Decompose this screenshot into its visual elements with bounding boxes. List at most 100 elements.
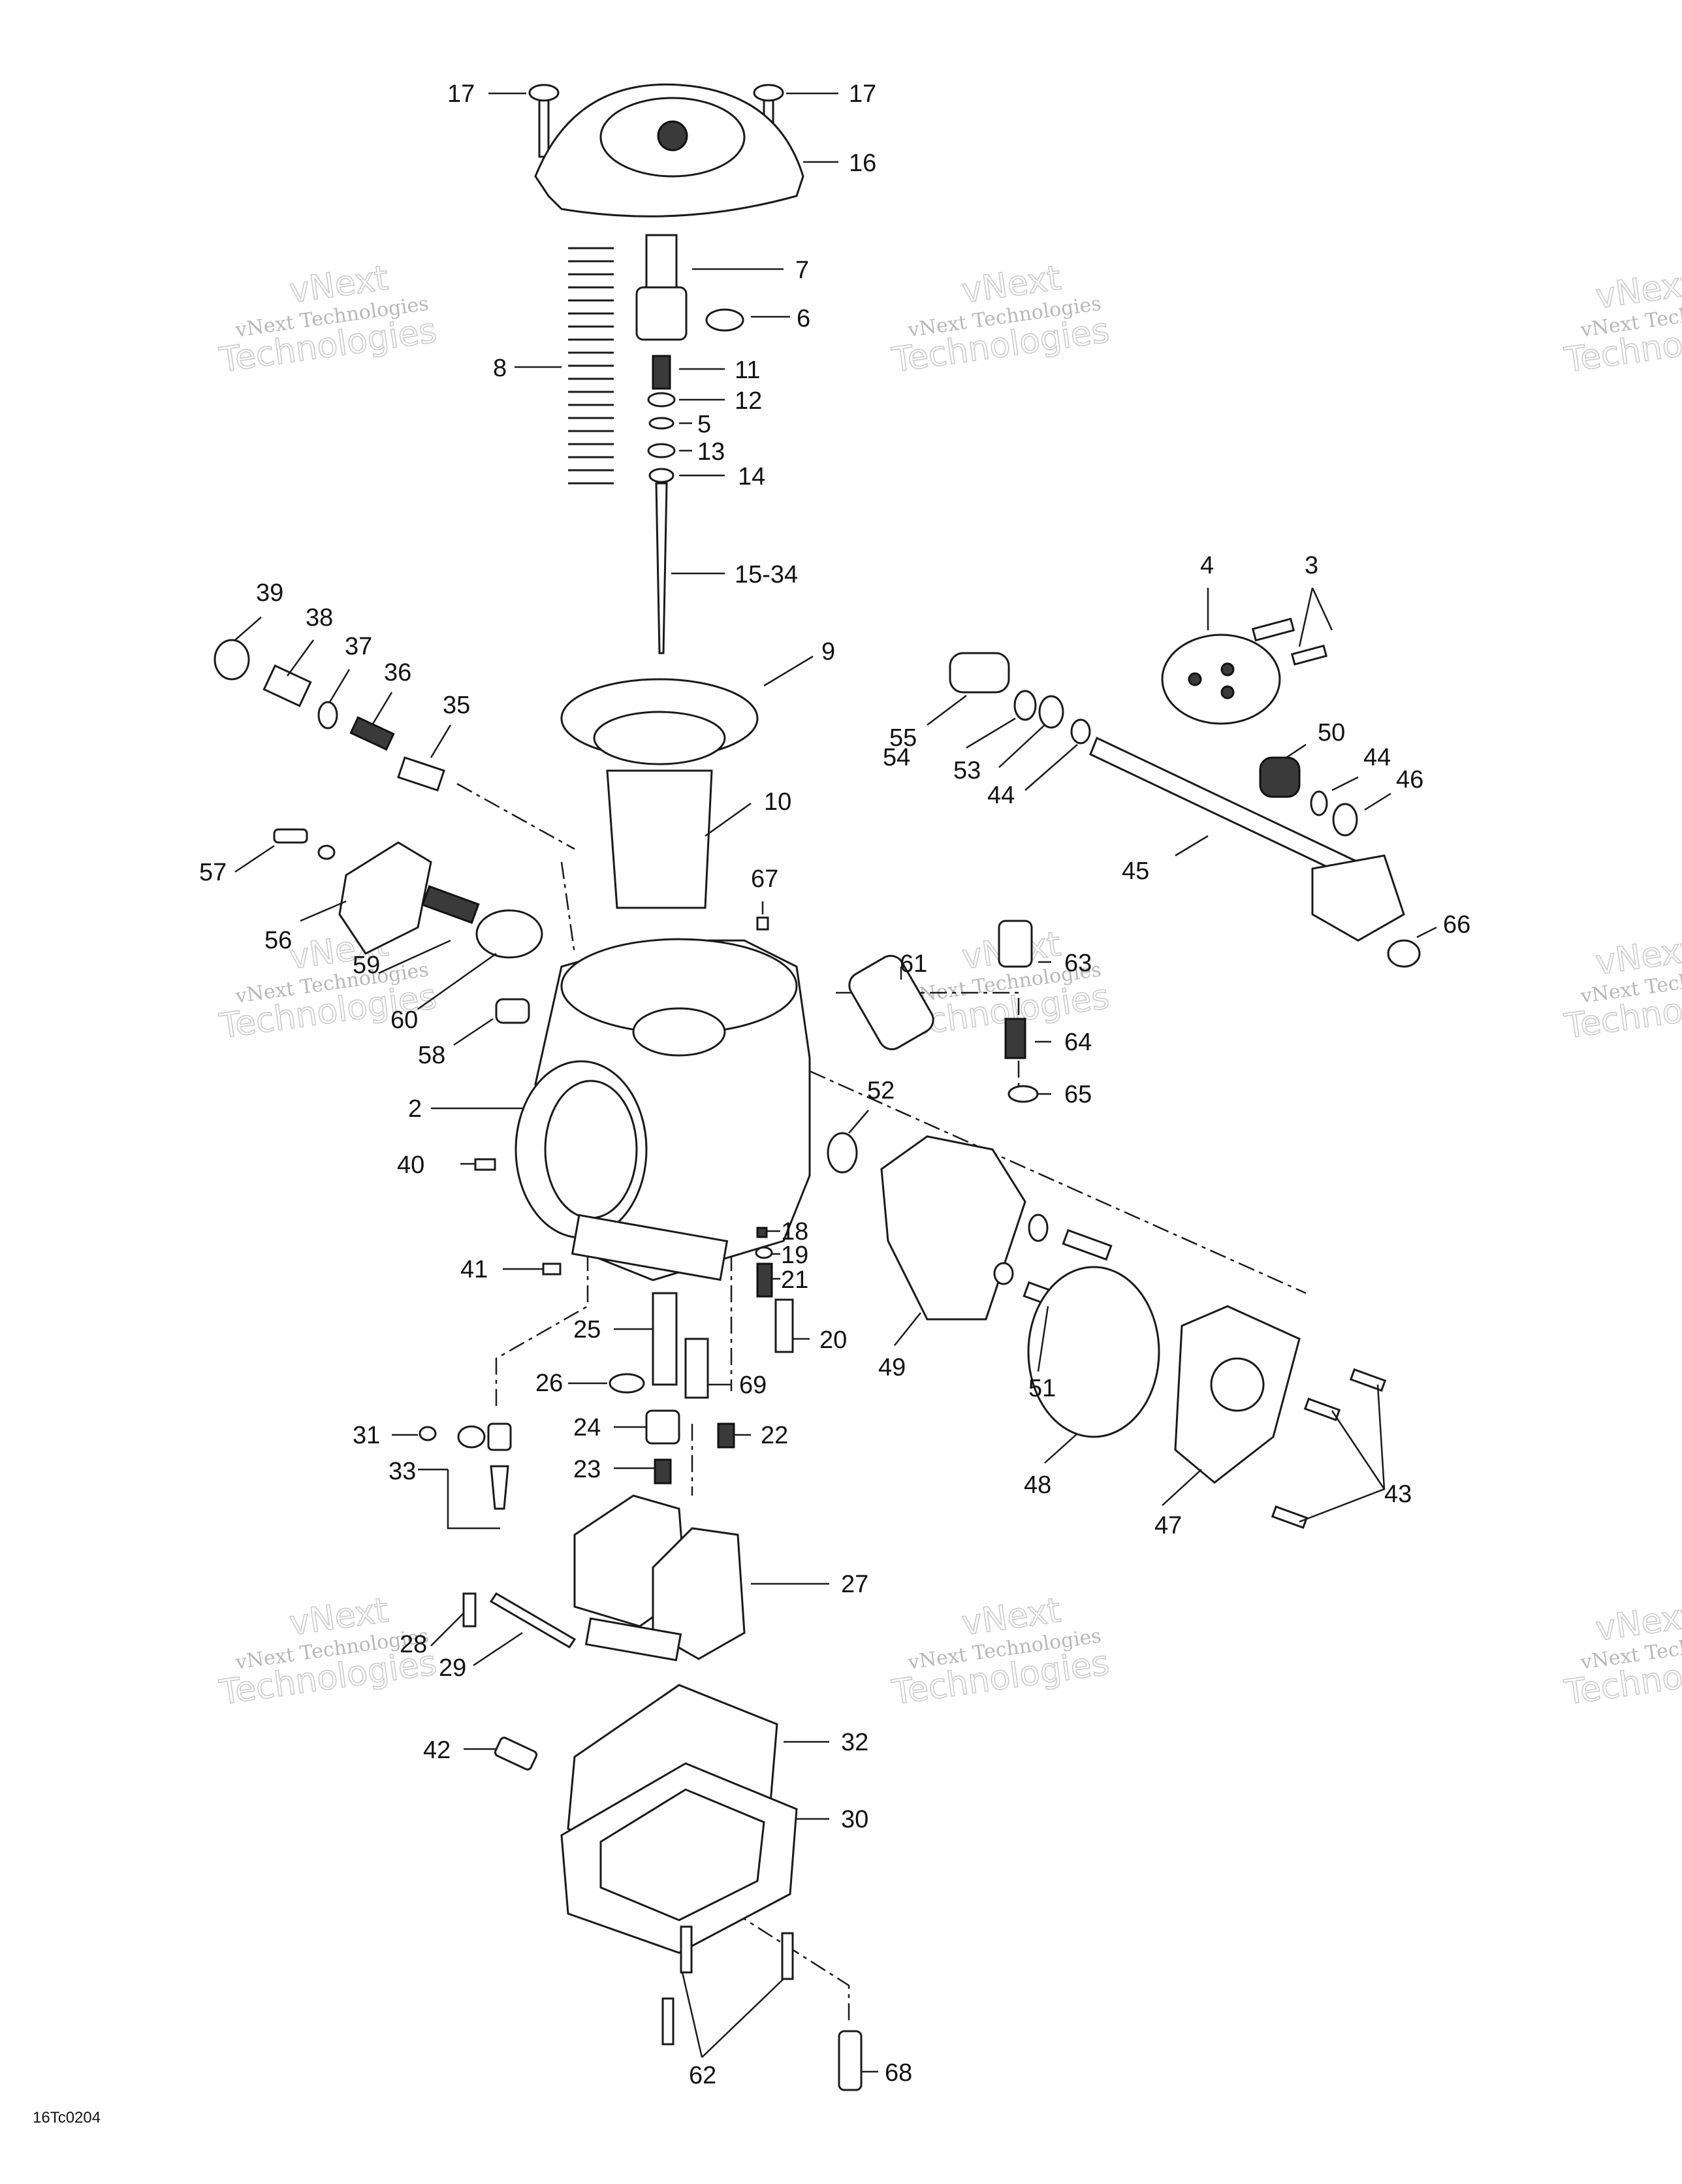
leader [430, 1613, 464, 1646]
jet-needle [655, 482, 668, 654]
callout-label: 6 [797, 305, 810, 332]
cap-39 [214, 639, 250, 681]
intake-bore-inner [544, 1080, 638, 1219]
callout-label: 49 [878, 1354, 906, 1381]
screw-3a [1251, 617, 1295, 642]
callout-label: 26 [535, 1370, 563, 1397]
leader [1299, 1384, 1386, 1523]
callout-label: 66 [1443, 911, 1470, 939]
plug-67 [756, 916, 769, 931]
callout-label: 55 [889, 724, 917, 752]
needle-jet-body [635, 286, 688, 341]
callout-label: 68 [885, 2059, 912, 2087]
leader [1037, 1306, 1049, 1372]
screw-57 [273, 828, 308, 844]
callout-label: 64 [1064, 1029, 1092, 1056]
leader [848, 1110, 869, 1134]
assembly-line [495, 1254, 589, 1411]
screw-62b [781, 1932, 794, 1980]
callout-label: 27 [841, 1571, 868, 1598]
leader [234, 617, 262, 641]
screw-cover [1062, 1228, 1113, 1261]
jet-22 [717, 1422, 735, 1449]
watermark: vNext vNext Technologies Technologies [216, 258, 439, 381]
body-top-bore [632, 1007, 726, 1057]
callout-label: 2 [408, 1095, 422, 1123]
screw-63 [998, 920, 1033, 968]
callout-label: 44 [1363, 744, 1391, 771]
callout-label: 60 [390, 1006, 418, 1034]
callout-label: 51 [1028, 1375, 1056, 1402]
callout-label: 62 [689, 2062, 716, 2089]
screw-42 [494, 1737, 538, 1771]
watermark: vNext vNext Technologies Technologies [1561, 1596, 1682, 1713]
screw-17-right-head [753, 84, 784, 102]
screw-62a [680, 1925, 693, 1974]
leader [894, 1312, 921, 1346]
callout-label: 32 [841, 1729, 868, 1756]
leader [681, 1972, 784, 2058]
washer-13 [647, 443, 676, 458]
callout-label: 9 [821, 638, 835, 666]
leader [966, 717, 1016, 749]
leader [1416, 926, 1437, 939]
screw-17-left-head [528, 84, 560, 102]
leader [1162, 1469, 1202, 1506]
top-cap-hub [657, 120, 688, 152]
leader [998, 724, 1045, 768]
screw-43b [1303, 1398, 1341, 1421]
leader [1286, 743, 1307, 759]
callout-label: 52 [867, 1077, 895, 1104]
diaphragm-inner [593, 711, 726, 765]
callout-label: 41 [460, 1256, 488, 1283]
leader [430, 724, 452, 758]
disc-hole [1188, 672, 1202, 686]
leader [371, 692, 393, 726]
plate-60 [475, 909, 543, 959]
leader [763, 655, 814, 687]
bushing-46 [1332, 803, 1358, 837]
callout-label: 8 [493, 355, 507, 382]
leader [328, 669, 351, 703]
assembly-line [836, 991, 1020, 1097]
callout-label: 57 [199, 859, 227, 886]
leader [453, 1018, 494, 1046]
float-group [462, 1494, 746, 1662]
clip-54 [1013, 690, 1037, 721]
float-bowl-inner [599, 1788, 765, 1921]
disc-hole [1220, 685, 1235, 699]
needle-jet-25 [652, 1292, 678, 1386]
callout-label: 14 [738, 463, 765, 490]
callout-label: 43 [1384, 1481, 1412, 1508]
washer-53 [1038, 695, 1064, 729]
screw-43c [1271, 1505, 1309, 1529]
leader-lines [234, 92, 1437, 2073]
callout-label: 18 [781, 1218, 808, 1245]
leader [927, 695, 967, 726]
callout-label: 7 [795, 257, 809, 284]
leader [417, 952, 497, 1010]
callout-label: 31 [353, 1422, 380, 1449]
callout-label: 30 [841, 1806, 868, 1833]
callout-label: 10 [764, 788, 791, 816]
assembly-line [560, 861, 576, 954]
screw-31 [419, 1426, 437, 1441]
adjuster-38 [262, 664, 312, 707]
jet-18 [756, 1227, 768, 1238]
needle-group [568, 234, 744, 654]
callout-label: 29 [439, 1654, 466, 1682]
screw-3b [1290, 644, 1328, 666]
leader [1298, 587, 1333, 647]
carburetor-body-group [474, 938, 811, 1353]
callout-label: 4 [1200, 552, 1214, 579]
top-cap-group [528, 83, 804, 217]
pilot-screw-group [214, 639, 445, 792]
leader [1331, 776, 1359, 792]
needle-holder [645, 234, 678, 289]
throttle-shaft-group [949, 617, 1421, 968]
callout-label: 40 [397, 1151, 424, 1179]
o-ring-65 [1008, 1085, 1039, 1103]
spring-50 [1259, 756, 1301, 798]
callout-label: 20 [819, 1326, 847, 1354]
